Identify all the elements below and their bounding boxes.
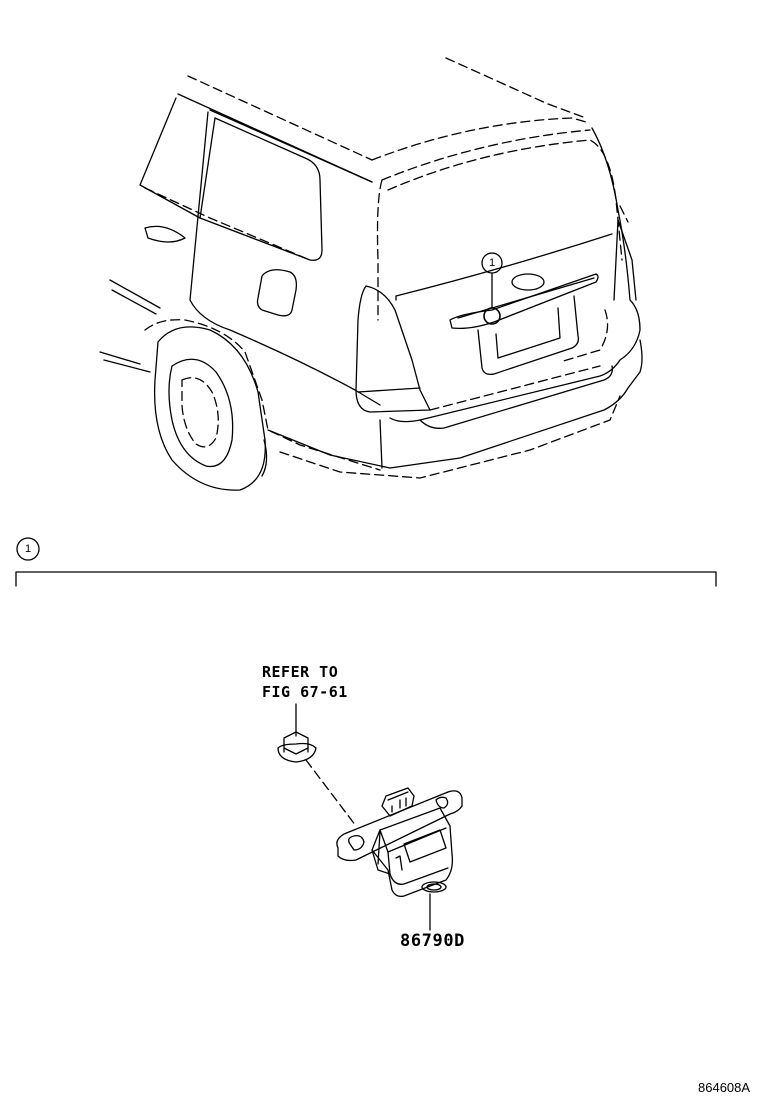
vehicle-rear-view [99,57,643,491]
refer-to-label[interactable]: REFER TO FIG 67-61 [262,662,348,702]
vehicle-callout-number: 1 [488,257,496,269]
back-camera-assembly [336,787,463,931]
refer-to-line1: REFER TO [262,663,339,681]
section-callout-circle [16,537,40,561]
section-bracket [15,537,717,587]
figure-id: 864608A [698,1080,751,1095]
vehicle-callout [481,252,503,325]
camera-location-marker [483,307,501,325]
part-number-label[interactable]: 86790D [400,931,466,951]
clip-fastener [277,703,357,827]
section-callout-number: 1 [24,543,32,555]
refer-to-line2: FIG 67-61 [262,683,348,701]
